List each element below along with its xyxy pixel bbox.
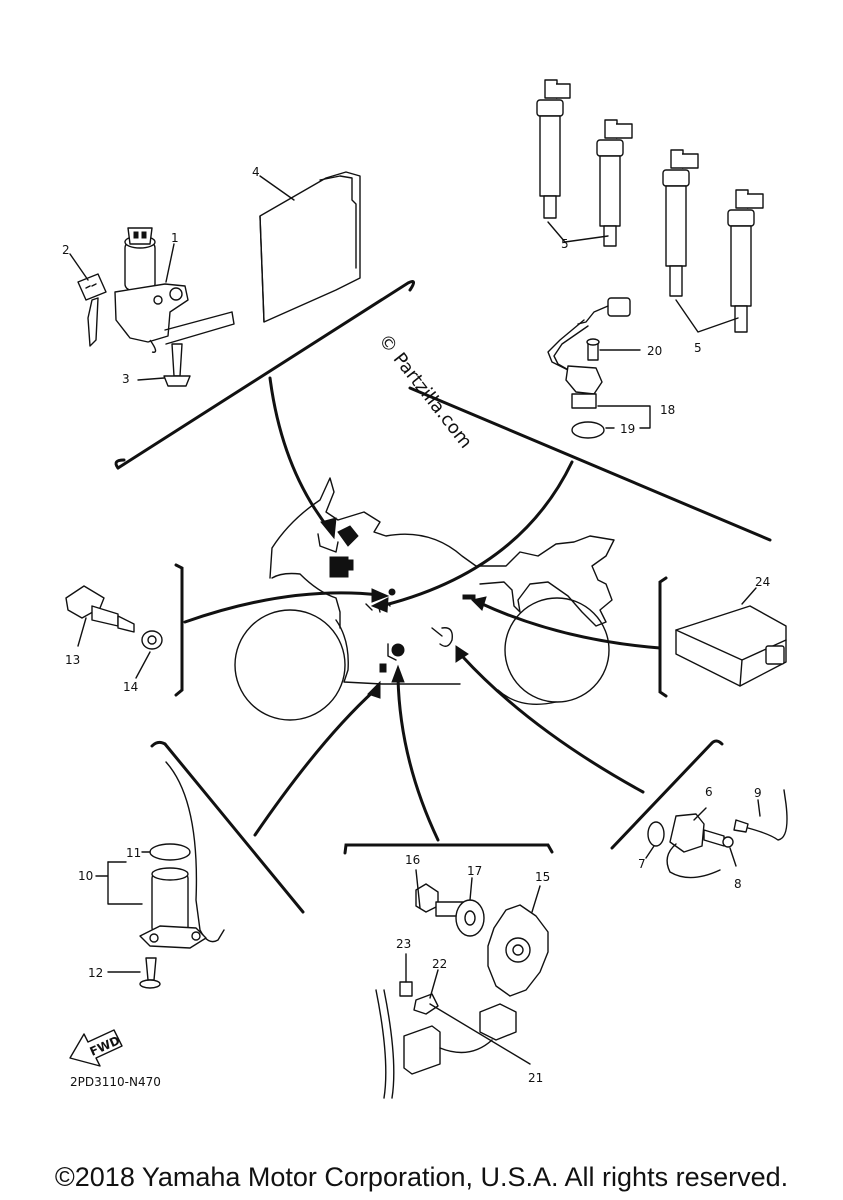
callout-15: 15 bbox=[535, 870, 550, 884]
relay-location-mark bbox=[462, 594, 476, 600]
arrow-crank-sensor bbox=[460, 654, 645, 794]
temperature-sensor bbox=[65, 585, 163, 679]
front-wheel bbox=[234, 609, 346, 721]
callout-24: 24 bbox=[755, 575, 770, 589]
watermark: © Partzilla.com bbox=[374, 330, 476, 452]
leader-13 bbox=[77, 617, 87, 647]
ignition-location-mark bbox=[337, 525, 359, 547]
bracket-top-left bbox=[116, 280, 415, 470]
leader-1 bbox=[165, 243, 175, 283]
callout-18: 18 bbox=[660, 403, 675, 417]
leader-18 bbox=[597, 405, 651, 429]
arrow-ecu bbox=[268, 376, 332, 532]
leader-14 bbox=[135, 651, 151, 679]
bracket-right bbox=[658, 576, 668, 698]
callout-14: 14 bbox=[123, 680, 138, 694]
bracket-top-right bbox=[408, 386, 772, 542]
ecu-location-mark bbox=[329, 556, 349, 578]
leader-22 bbox=[429, 969, 439, 999]
leader-11 bbox=[107, 851, 151, 863]
callout-7: 7 bbox=[638, 857, 646, 871]
leader-15 bbox=[531, 885, 541, 913]
leader-3 bbox=[137, 377, 165, 381]
callout-labels: 1 2 3 4 5 5 6 7 8 9 10 11 12 13 14 15 16… bbox=[62, 165, 770, 1085]
leader-5a bbox=[547, 221, 609, 243]
throttle-sensor-assembly bbox=[547, 297, 651, 439]
callout-21: 21 bbox=[528, 1071, 543, 1085]
callout-23: 23 bbox=[396, 937, 411, 951]
rear-wheel bbox=[504, 597, 610, 703]
drawing-code: 2PD3110-N470 bbox=[70, 1075, 161, 1089]
callout-12: 12 bbox=[88, 966, 103, 980]
bracket-left bbox=[174, 563, 184, 697]
leader-10 bbox=[95, 861, 143, 905]
leader-2 bbox=[69, 253, 89, 281]
ecu-unit bbox=[259, 171, 361, 323]
leader-5b bbox=[675, 299, 739, 333]
motorcycle-silhouette bbox=[234, 477, 615, 721]
callout-1: 1 bbox=[171, 231, 179, 245]
bracket-bottom-left bbox=[163, 742, 305, 914]
ignition-switch-assembly bbox=[114, 227, 235, 387]
callout-5b: 5 bbox=[694, 341, 702, 355]
copyright-notice: ©2018 Yamaha Motor Corporation, U.S.A. A… bbox=[54, 1162, 789, 1192]
relay-unit bbox=[675, 587, 787, 687]
ignition-coils bbox=[536, 79, 764, 333]
gear-position-assembly bbox=[375, 869, 549, 1099]
callout-4: 4 bbox=[252, 165, 260, 179]
callout-2: 2 bbox=[62, 243, 70, 257]
callout-6: 6 bbox=[705, 785, 713, 799]
crank-sensor-assembly bbox=[645, 789, 788, 879]
leader-8 bbox=[729, 847, 737, 867]
pointer-arrows bbox=[183, 376, 662, 842]
arrow-temp-sensor bbox=[183, 591, 382, 624]
leader-24 bbox=[741, 587, 757, 605]
arrow-ignition-coils bbox=[383, 460, 574, 607]
callout-13: 13 bbox=[65, 653, 80, 667]
callout-17: 17 bbox=[467, 864, 482, 878]
bracket-bottom-center bbox=[343, 843, 554, 855]
leader-17 bbox=[469, 877, 473, 901]
solenoid-assembly bbox=[95, 761, 225, 989]
leader-9 bbox=[757, 799, 761, 817]
callout-16: 16 bbox=[405, 853, 420, 867]
callout-3: 3 bbox=[122, 372, 130, 386]
arrow-solenoid bbox=[253, 688, 377, 837]
leaders-top-left bbox=[69, 175, 295, 381]
callout-5a: 5 bbox=[561, 237, 569, 251]
callout-22: 22 bbox=[432, 957, 447, 971]
key bbox=[77, 273, 107, 347]
leader-6 bbox=[693, 807, 707, 821]
callout-20: 20 bbox=[647, 344, 662, 358]
leader-16 bbox=[415, 869, 421, 909]
bracket-bottom-right bbox=[610, 739, 724, 850]
callout-19: 19 bbox=[620, 422, 635, 436]
leader-21 bbox=[429, 1003, 531, 1065]
callout-10: 10 bbox=[78, 869, 93, 883]
arrow-relay bbox=[478, 601, 662, 650]
callout-9: 9 bbox=[754, 786, 762, 800]
leader-4 bbox=[259, 175, 295, 201]
callout-11: 11 bbox=[126, 846, 141, 860]
forward-arrow: FWD bbox=[69, 1029, 123, 1067]
leader-7 bbox=[645, 845, 655, 859]
gear-sensor-location-mark bbox=[391, 643, 405, 657]
arrow-gear-sensor bbox=[396, 676, 440, 842]
panel-brackets bbox=[114, 280, 772, 914]
callout-8: 8 bbox=[734, 877, 742, 891]
